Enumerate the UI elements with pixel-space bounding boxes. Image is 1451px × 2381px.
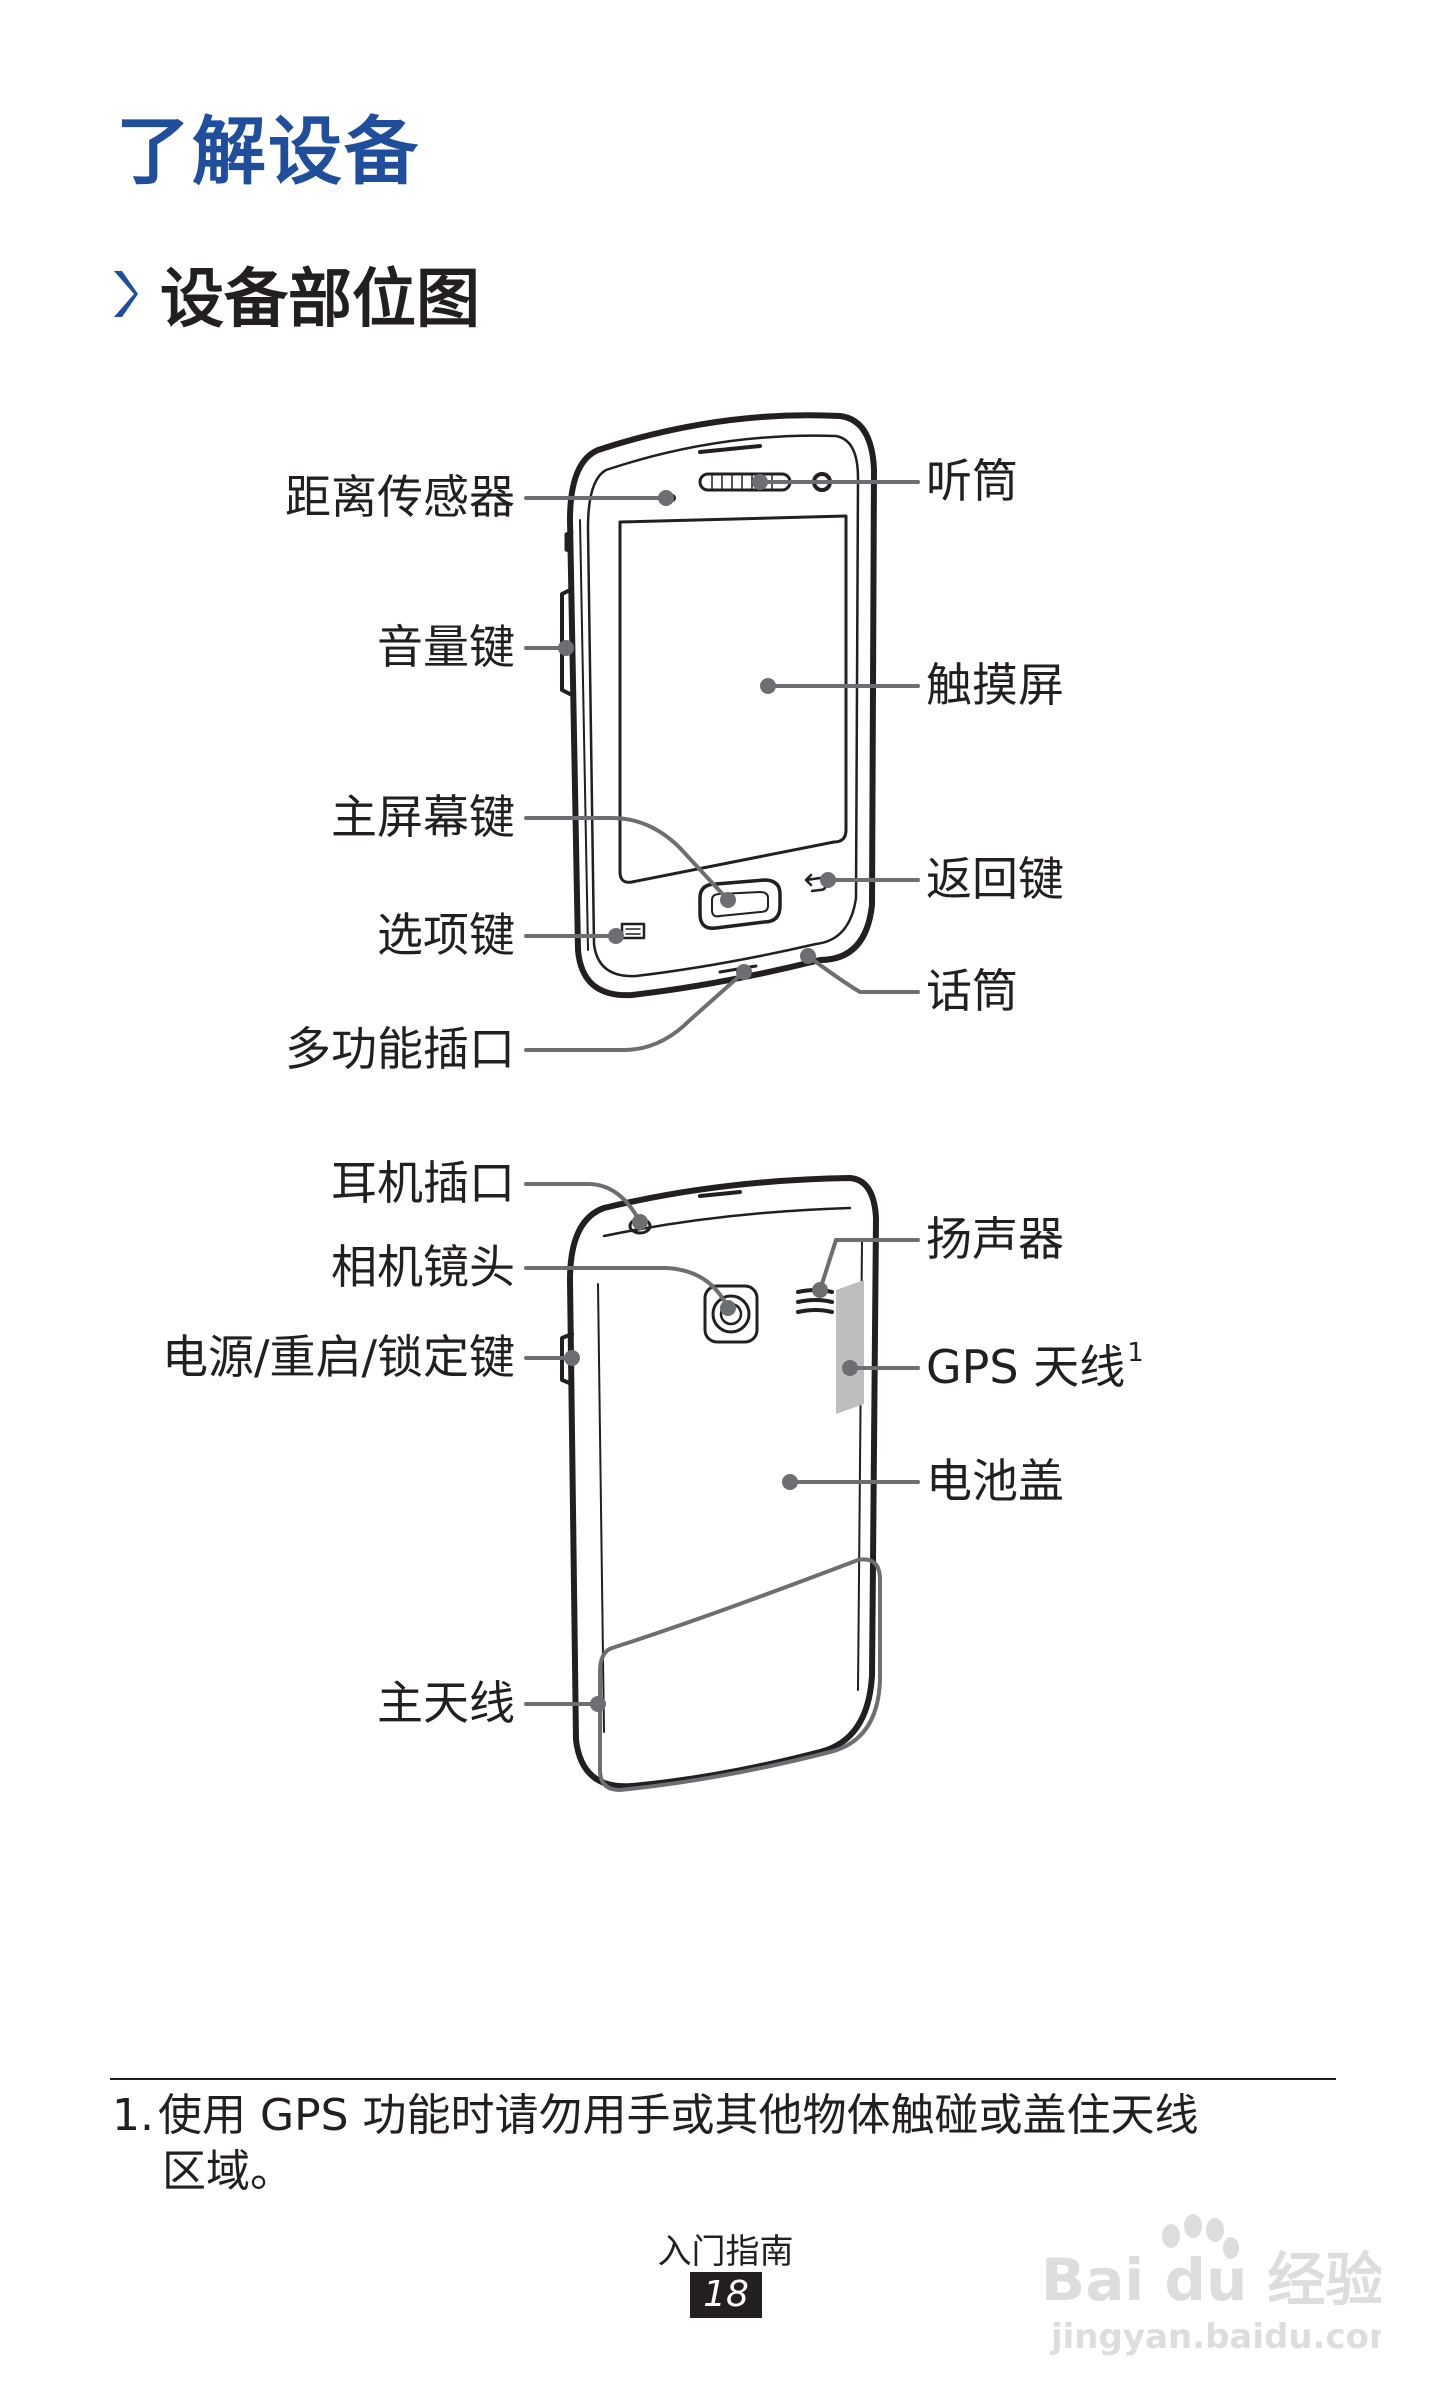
label-proximity-sensor: 距离传感器 bbox=[285, 470, 515, 524]
label-volume-key: 音量键 bbox=[377, 620, 515, 674]
label-power-key: 电源/重启/锁定键 bbox=[162, 1330, 515, 1384]
gps-antenna-text: GPS 天线 bbox=[926, 1340, 1126, 1394]
phone-front-view bbox=[560, 412, 877, 999]
section-title: 设备部位图 bbox=[160, 263, 480, 337]
phone-back-view bbox=[560, 1175, 882, 1792]
footer-section-label: 入门指南 bbox=[657, 2232, 794, 2272]
footnote: 1.使用 GPS 功能时请勿用手或其他物体触碰或盖住天线 区域。 bbox=[112, 2088, 1342, 2200]
footnote-divider bbox=[110, 2078, 1336, 2080]
label-headset-jack: 耳机插口 bbox=[331, 1156, 515, 1210]
label-multifunction-jack: 多功能插口 bbox=[285, 1022, 515, 1076]
watermark-brand: Bai du 经验 bbox=[1041, 2246, 1381, 2314]
label-earpiece: 听筒 bbox=[926, 454, 1018, 508]
footnote-line1: 使用 GPS 功能时请勿用手或其他物体触碰或盖住天线 bbox=[158, 2090, 1199, 2141]
page-title: 了解设备 bbox=[116, 109, 420, 195]
label-speaker: 扬声器 bbox=[926, 1212, 1064, 1266]
paw-icon bbox=[1162, 2214, 1239, 2259]
gps-antenna-area bbox=[836, 1280, 864, 1414]
footnote-number: 1. bbox=[112, 2090, 154, 2141]
label-microphone: 话筒 bbox=[926, 964, 1018, 1018]
footnote-line2: 区域。 bbox=[162, 2146, 294, 2197]
section-heading: 设备部位图 bbox=[112, 248, 480, 340]
page-number: 18 bbox=[690, 2272, 762, 2318]
label-camera-lens: 相机镜头 bbox=[331, 1240, 515, 1294]
label-main-antenna: 主天线 bbox=[377, 1676, 515, 1730]
label-battery-cover: 电池盖 bbox=[926, 1454, 1064, 1508]
baidu-watermark: Bai du 经验 jingyan.baidu.com bbox=[1041, 2214, 1381, 2357]
watermark-url: jingyan.baidu.com bbox=[1049, 2317, 1381, 2357]
label-back-key: 返回键 bbox=[926, 852, 1064, 906]
label-menu-key: 选项键 bbox=[377, 908, 515, 962]
label-home-key: 主屏幕键 bbox=[331, 790, 515, 844]
label-gps-antenna: GPS 天线1 bbox=[926, 1340, 1144, 1390]
label-touch-screen: 触摸屏 bbox=[926, 658, 1064, 712]
footnote-mark: 1 bbox=[1127, 1338, 1144, 1368]
chevron-right-icon bbox=[114, 271, 138, 317]
